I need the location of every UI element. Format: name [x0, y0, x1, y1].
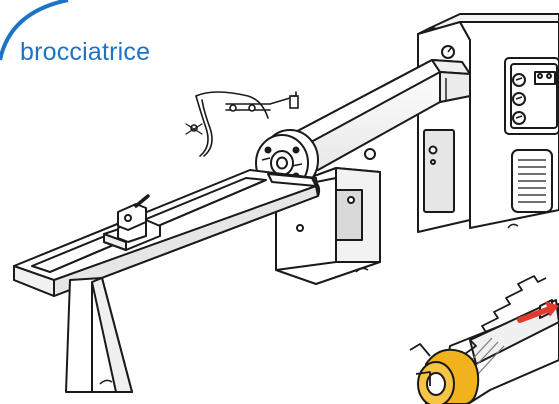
broach-tool-inset: [409, 275, 559, 404]
bed-table: [13, 169, 321, 297]
control-cabinet: [417, 13, 559, 233]
support-arm-linkage: [185, 91, 299, 157]
cabinet-side-panel: [423, 129, 455, 213]
work-fixture: [103, 194, 161, 251]
corner-accent-arc: [0, 0, 69, 61]
pedestal-foot: [65, 277, 133, 393]
base-column: [275, 167, 381, 285]
page-title: brocciatrice: [20, 38, 151, 66]
